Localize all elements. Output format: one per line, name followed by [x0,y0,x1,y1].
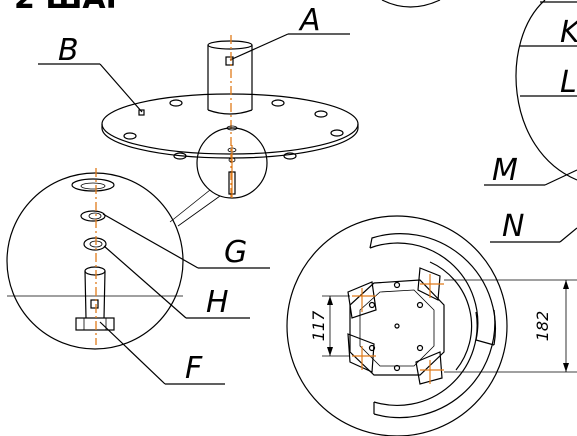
washer-g-inner [88,212,102,220]
label-f: F [185,351,203,386]
tube-base [207,109,253,115]
base-circle-outer [286,215,508,436]
leader-g [102,213,199,269]
tube-top [207,40,253,50]
dimension-117: 117 [309,295,350,357]
clamp-axes [352,274,444,384]
detail-circle-large [6,172,184,350]
washer-g [80,210,106,222]
hole-large-top [71,178,115,192]
label-k: K [560,15,577,50]
clamp-bl [347,333,375,373]
bolt-head [75,317,115,331]
detail-link-1 [169,189,211,223]
disk-marker [138,109,145,116]
label-n: N [502,209,524,244]
label-l: L [560,65,577,100]
leader-m [544,169,577,186]
bolt-right [103,270,106,319]
slot-inner-bottom [373,311,478,407]
leader-f [99,321,166,385]
label-g: G [224,235,247,270]
disk-edge [101,124,359,159]
slot-small-right [429,261,473,371]
detail-link-2 [177,195,221,227]
label-b: B [58,33,79,68]
bolt-top [84,266,106,276]
partial-circle-top [381,0,441,8]
bolt-left [84,270,87,319]
center-octagon [349,279,445,376]
hole-large-top-inner [80,182,106,190]
clamp-tr [417,267,441,301]
slot-outer-bottom [373,309,496,419]
clamp-tl [347,281,377,319]
bolt-marker [90,299,99,309]
slot-inner-top [369,242,479,341]
step-header: 2 ШАГ [14,0,125,16]
clamp-br [415,351,443,385]
dim-117-text: 117 [309,310,328,341]
hole-1 [226,125,238,131]
disk-pads [123,99,344,160]
nut-h [83,237,107,251]
dimension-182: 182 [444,279,577,373]
dim-182-text: 182 [533,311,552,342]
leader-a [229,33,289,61]
label-a: A [298,3,321,38]
label-m: M [492,153,518,188]
octagon-bolts [368,281,424,372]
center-octagon-inner [359,289,435,367]
detail-circle-right [515,0,577,181]
disk-plate [101,93,359,155]
label-h: H [206,285,229,320]
leader-h [103,245,187,319]
tube-screw [225,56,234,66]
leader-b [99,63,143,113]
leader-n [559,227,577,243]
